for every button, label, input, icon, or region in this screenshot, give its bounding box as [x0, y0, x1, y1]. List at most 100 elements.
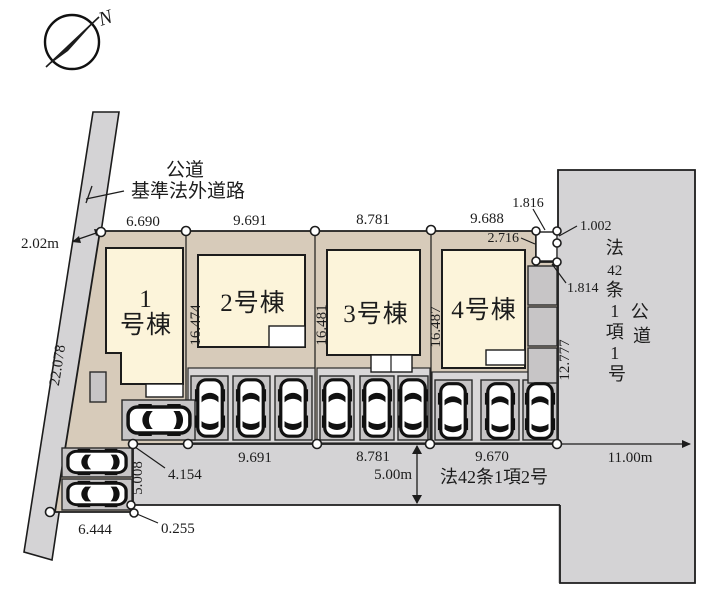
boundary-marker: [424, 438, 436, 450]
compass: N: [43, 5, 117, 71]
leader-2716: [520, 237, 536, 245]
dim-bot-8781: 8.781: [356, 449, 390, 465]
dim-1814: 1.814: [567, 281, 599, 296]
law-char: 号: [608, 364, 626, 384]
law-char: 条: [606, 280, 624, 300]
dim-12777: 12.777: [557, 339, 573, 381]
dim-4154: 4.154: [168, 467, 202, 483]
law-char: 1: [610, 301, 619, 321]
boundary-marker: [180, 225, 192, 237]
boundary-marker: [182, 438, 194, 450]
arrowhead: [682, 440, 691, 448]
boundary-marker: [95, 226, 107, 238]
law-char: 42: [607, 263, 622, 279]
road-char: 公: [631, 302, 649, 322]
car-icon: [235, 378, 267, 438]
boundary-markers: [44, 224, 563, 518]
car-icon: [194, 378, 226, 438]
right-road: [558, 170, 695, 583]
right-road-name-label: 公 道: [631, 302, 654, 346]
building-1-label2: 号棟: [120, 311, 172, 339]
building-2-porch: [268, 325, 306, 348]
dim-top-6690: 6.690: [126, 214, 160, 230]
compass-needle: [46, 21, 95, 67]
dim-16474: 16.474: [188, 304, 204, 346]
left-road: [23, 111, 120, 562]
dim-1816: 1.816: [512, 196, 544, 211]
building-4: [441, 249, 526, 369]
left-road-name-line1: 公道: [166, 159, 204, 181]
parking-space: [527, 347, 558, 384]
left-road-name-line2: 基準法外道路: [131, 180, 245, 202]
car-icon: [361, 378, 393, 438]
leader-1002: [558, 225, 578, 237]
dim-16487: 16.487: [428, 306, 444, 348]
dim-202m: 2.02m: [21, 236, 59, 252]
car-icon: [66, 448, 128, 476]
dim-6444: 6.444: [78, 522, 112, 538]
boundary-marker: [44, 506, 56, 518]
boundary-marker: [531, 226, 541, 236]
boundary-marker: [127, 438, 139, 450]
boundary-marker: [531, 256, 541, 266]
boundary-marker: [552, 226, 562, 236]
boundary-marker: [311, 438, 323, 450]
car-icon: [437, 382, 469, 440]
car-icon: [66, 480, 128, 508]
compass-needle-line: [45, 16, 100, 68]
dim-1002: 1.002: [580, 219, 612, 234]
building-1-porch: [145, 383, 184, 398]
boundary-marker: [551, 438, 563, 450]
utility-box: [89, 371, 107, 403]
leader-1814: [551, 263, 567, 284]
law-char: 項: [606, 322, 624, 342]
road-name-leader: [85, 185, 125, 204]
dim-2716: 2.716: [488, 231, 520, 246]
dim-500m: 5.00m: [374, 467, 412, 483]
arrowhead: [72, 236, 81, 243]
dim-5008: 5.008: [130, 461, 146, 495]
boundary-marker: [129, 508, 139, 518]
leader-4154: [134, 446, 166, 469]
car-icon: [321, 378, 353, 438]
bottom-road: [133, 444, 558, 505]
building-1: [105, 247, 184, 385]
boundary-marker: [126, 500, 136, 510]
right-road-law-label: 法 42 条 1 項 1 号: [606, 238, 629, 384]
car-icon: [277, 378, 309, 438]
right-road-border: [557, 169, 696, 584]
bottom-road-law-label: 法42条1項2号: [440, 467, 548, 487]
dim-16481: 16.481: [314, 304, 330, 345]
leader-0255: [136, 513, 159, 524]
car-icon: [484, 382, 516, 440]
car-icon: [524, 382, 556, 440]
building-1-label: 1: [139, 286, 153, 313]
building-2-label: 2号棟: [220, 289, 286, 317]
parking-space: [527, 265, 558, 306]
arrowhead: [412, 495, 422, 504]
dim-22078: 22.078: [47, 344, 69, 387]
boundary-marker: [309, 225, 321, 237]
building-4-porch: [485, 349, 526, 366]
building-3-label: 3号棟: [343, 300, 409, 328]
compass-north-label: N: [95, 5, 117, 31]
boundary-marker: [552, 238, 562, 248]
dim-bot-9670: 9.670: [475, 449, 509, 465]
arrowhead: [412, 445, 422, 454]
law-char: 1: [610, 343, 619, 363]
boundary-marker: [552, 257, 562, 267]
leader-1816: [532, 208, 546, 231]
law-char: 法: [606, 238, 624, 258]
car-icon: [397, 378, 429, 438]
car-icon: [126, 403, 192, 437]
parking-space: [527, 306, 558, 347]
dim-top-9688: 9.688: [470, 211, 504, 227]
dim-1100m: 11.00m: [608, 450, 653, 466]
dim-0255: 0.255: [161, 521, 195, 537]
building-4-label: 4号棟: [451, 296, 517, 324]
dim-bot-9691: 9.691: [238, 450, 272, 466]
road-char: 道: [633, 326, 651, 346]
dim-top-9691: 9.691: [233, 213, 267, 229]
